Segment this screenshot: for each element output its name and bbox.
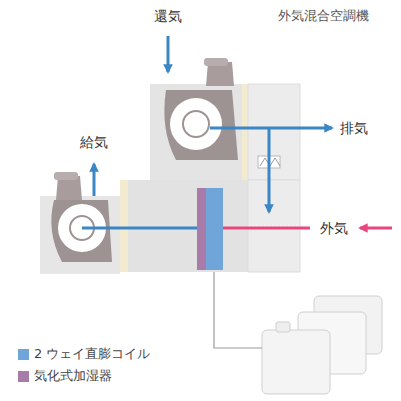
outdoor-air-arrow: [360, 227, 392, 230]
outdoor-line: [222, 227, 310, 230]
flow-label: 還気: [154, 8, 182, 25]
legend-swatch: [18, 371, 29, 382]
return-fan-unit: [150, 58, 300, 180]
dx-coil: [206, 188, 223, 270]
recirc-arrow: [268, 128, 271, 212]
legend-text: 2 ウェイ直膨コイル: [34, 346, 150, 362]
supply-fan-unit: [40, 172, 120, 274]
legend-swatch: [18, 349, 29, 360]
exhaust-arrow: [210, 127, 332, 130]
water-pipe: [214, 270, 262, 348]
diagram-title: 外気混合空調機: [278, 8, 369, 24]
main-unit: [120, 180, 300, 272]
flow-label: 外気: [320, 220, 348, 237]
return-air-arrow: [167, 36, 170, 72]
water-tanks: [262, 296, 382, 394]
flow-label: 給気: [80, 134, 108, 151]
legend-text: 気化式加湿器: [34, 368, 112, 384]
supply-air-arrow: [93, 164, 96, 196]
supply-line: [82, 227, 206, 230]
flow-label: 排気: [340, 120, 368, 137]
humidifier: [197, 188, 206, 270]
